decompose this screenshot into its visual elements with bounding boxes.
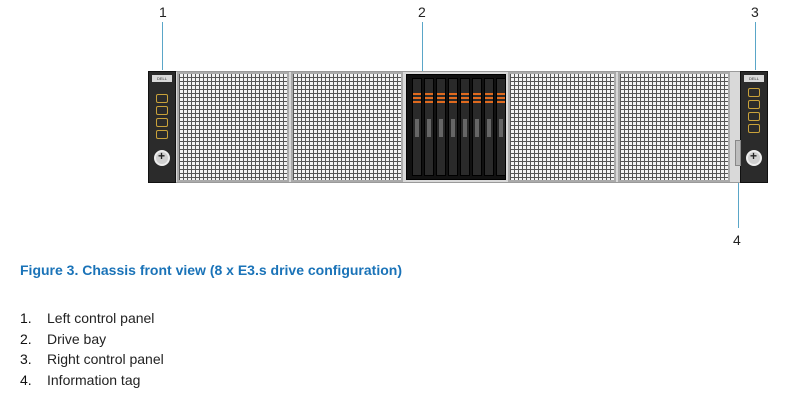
drive-slot xyxy=(484,78,494,176)
fan-grille-1 xyxy=(177,72,289,182)
thumbscrew-icon xyxy=(154,149,170,166)
information-tag xyxy=(735,140,741,166)
port-icon xyxy=(748,88,760,97)
callout-1: 1 xyxy=(159,4,167,20)
callout-line-2 xyxy=(422,22,423,82)
dell-logo: DELL xyxy=(152,75,172,82)
drive-slot xyxy=(472,78,482,176)
drive-bay xyxy=(406,74,506,180)
chassis-body xyxy=(148,71,768,183)
callout-3: 3 xyxy=(751,4,759,20)
port-icon xyxy=(748,112,760,121)
drive-slot xyxy=(424,78,434,176)
left-control-panel: DELL xyxy=(148,71,176,183)
callout-line-3 xyxy=(755,22,756,70)
drive-slot xyxy=(460,78,470,176)
port-icon xyxy=(748,100,760,109)
thumbscrew-icon xyxy=(746,149,762,166)
drive-slot xyxy=(436,78,446,176)
drive-slot xyxy=(496,78,506,176)
legend-item: 4.Information tag xyxy=(20,371,141,388)
callout-2: 2 xyxy=(418,4,426,20)
drive-slot xyxy=(448,78,458,176)
drive-slot xyxy=(412,78,422,176)
figure-caption: Figure 3. Chassis front view (8 x E3.s d… xyxy=(20,262,402,278)
fan-grille-3 xyxy=(508,72,616,182)
right-control-panel: DELL xyxy=(740,71,768,183)
figure-legend: 1.Left control panel 2.Drive bay 3.Right… xyxy=(20,308,164,390)
status-led-icon xyxy=(156,130,168,139)
status-led-icon xyxy=(156,118,168,127)
port-icon xyxy=(748,124,760,133)
legend-item: 2.Drive bay xyxy=(20,330,107,347)
dell-logo: DELL xyxy=(744,75,764,82)
status-led-icon xyxy=(156,94,168,103)
legend-item: 3.Right control panel xyxy=(20,351,164,367)
fan-grille-4 xyxy=(618,72,730,182)
fan-grille-2 xyxy=(291,72,403,182)
callout-line-4 xyxy=(738,166,739,228)
status-led-icon xyxy=(156,106,168,115)
callout-4: 4 xyxy=(733,232,741,248)
chassis-front-view-figure: 1 2 3 4 DELL DELL xyxy=(0,0,797,250)
callout-line-1 xyxy=(162,22,163,70)
legend-item: 1.Left control panel xyxy=(20,310,155,326)
